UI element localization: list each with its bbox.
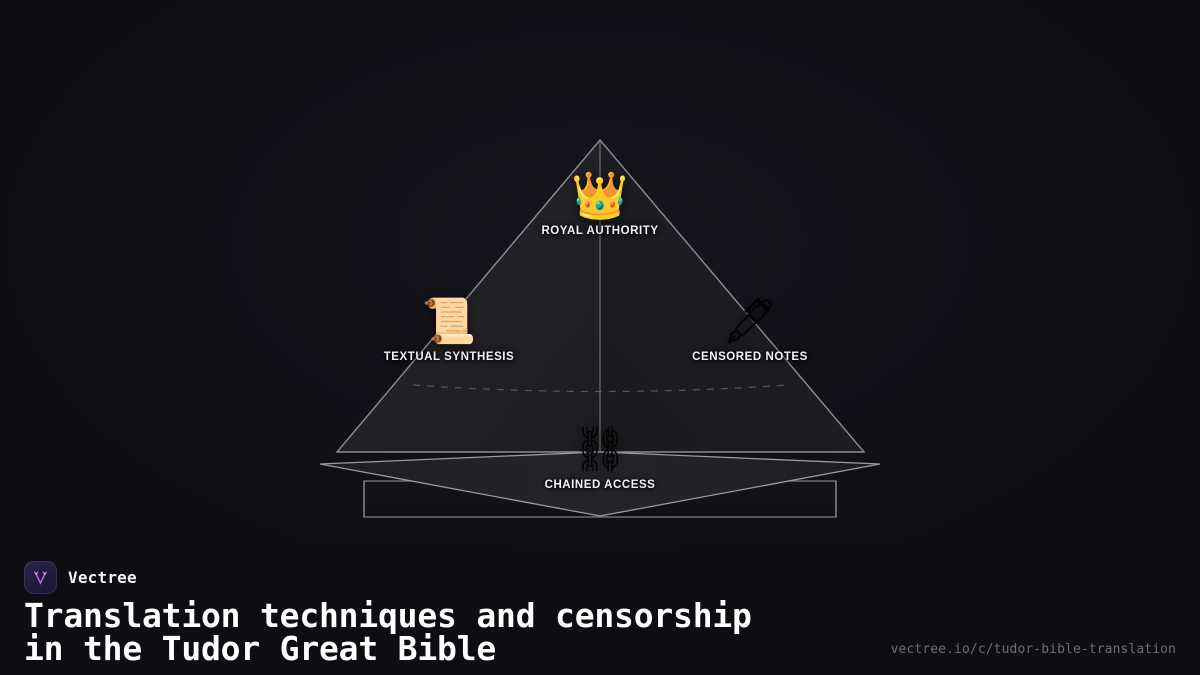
page-title-line-2: in the Tudor Great Bible: [24, 629, 497, 668]
source-url: vectree.io/c/tudor-bible-translation: [890, 642, 1176, 657]
brand: Vectree: [24, 561, 137, 594]
page-title: Translation techniques and censorship in…: [24, 599, 752, 665]
tier-divider-dashed: [412, 384, 788, 393]
page-title-line-1: Translation techniques and censorship: [24, 596, 752, 635]
brand-name: Vectree: [68, 568, 137, 587]
footer: Vectree Translation techniques and censo…: [0, 536, 1200, 675]
base-slab-top: [319, 451, 881, 517]
vectree-logo-icon: [24, 561, 57, 594]
pyramid-diagram: 👑 ROYAL AUTHORITY 📜 TEXTUAL SYNTHESIS 🖋 …: [319, 138, 881, 518]
